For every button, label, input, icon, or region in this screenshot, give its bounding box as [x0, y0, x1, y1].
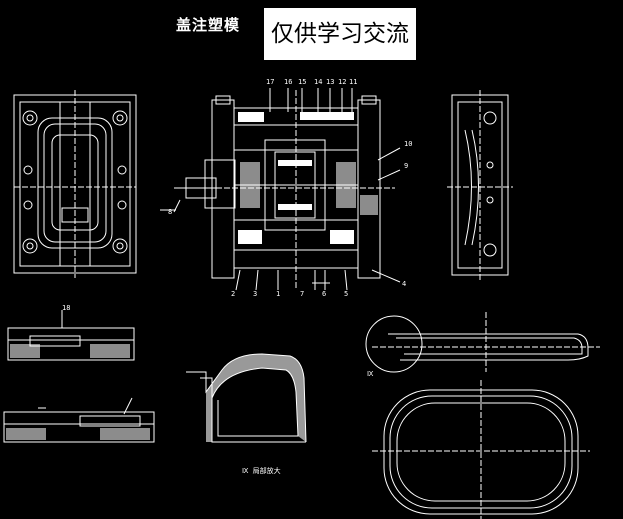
part-number: 2 [231, 290, 236, 298]
part-number: 14 [314, 78, 323, 86]
part-plan-view [372, 380, 590, 519]
part-number: 17 [266, 78, 275, 86]
part-number: 15 [298, 78, 307, 86]
part-number: 11 [349, 78, 358, 86]
part-number: 9 [404, 162, 409, 170]
part-number: 5 [344, 290, 349, 298]
part-number: 13 [326, 78, 335, 86]
drawing-title: 盖注塑模 [176, 16, 241, 34]
part-number: 1 [276, 290, 281, 298]
part-number: 8 [168, 208, 173, 216]
part-number: 4 [402, 280, 407, 288]
part-number: 16 [284, 78, 293, 86]
detail-strip-lower [3, 397, 155, 443]
left-plan-view [13, 90, 137, 278]
detail-strip-upper [7, 310, 135, 361]
center-section-hatching [238, 112, 378, 244]
center-marks [160, 209, 330, 284]
detail-mark: Ⅸ [367, 370, 374, 378]
enlarged-detail-hatching [206, 354, 306, 442]
right-side-view [447, 90, 513, 280]
watermark-box: 仅供学习交流 [264, 8, 416, 60]
detail-caption: Ⅸ 局部放大 [242, 467, 281, 475]
part-number: 7 [300, 290, 305, 298]
part-number: 12 [338, 78, 347, 86]
part-number: 6 [322, 290, 327, 298]
part-number: 3 [253, 290, 258, 298]
part-section-view [365, 312, 600, 373]
part-number: 10 [404, 140, 413, 148]
center-section-view [173, 88, 401, 291]
part-number: 18 [62, 304, 71, 312]
